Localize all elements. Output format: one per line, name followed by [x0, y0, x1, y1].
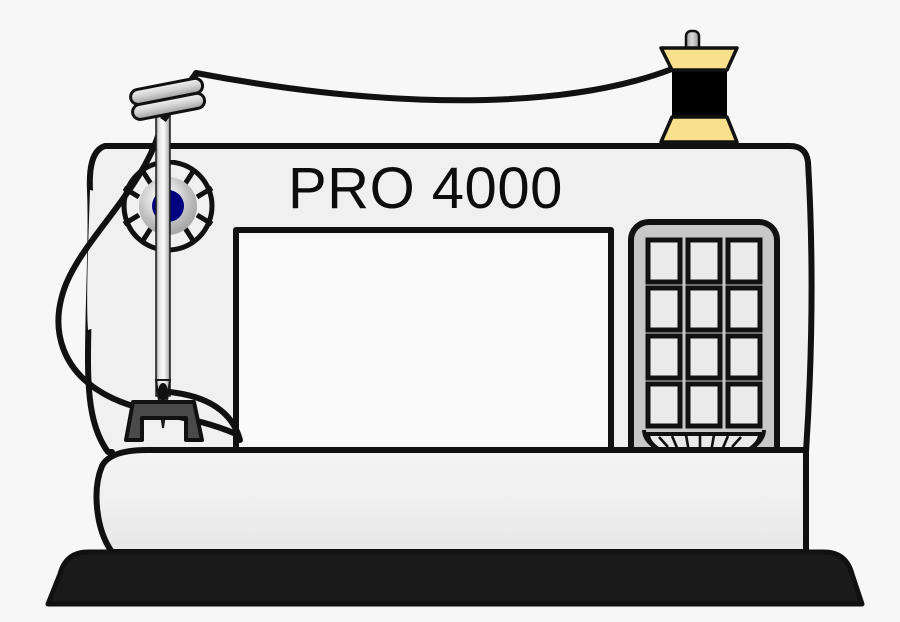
presser-foot-shape — [124, 400, 204, 442]
thread-spool — [659, 29, 739, 144]
keypad-key[interactable] — [685, 237, 723, 285]
brand-name: PRO 4000 — [288, 156, 563, 221]
needle-bar — [155, 95, 171, 397]
thread-top-span — [193, 66, 675, 104]
machine-arm-shadow — [87, 190, 112, 330]
thread-to-needle — [167, 389, 243, 443]
base-platform — [45, 549, 865, 607]
guide-bar-lower — [131, 91, 207, 121]
keypad-key[interactable] — [645, 381, 683, 429]
top-thread-guide — [129, 71, 207, 123]
keypad-key[interactable] — [685, 285, 723, 333]
needle-assembly — [154, 95, 172, 429]
spool-flange-bottom — [659, 115, 739, 144]
keypad-key[interactable] — [645, 285, 683, 333]
needle-eye — [158, 383, 168, 401]
spool-flange-top — [659, 46, 739, 72]
keypad-key[interactable] — [725, 333, 763, 381]
keypad-key[interactable] — [725, 237, 763, 285]
keypad-key[interactable] — [685, 333, 723, 381]
presser-foot — [124, 400, 204, 442]
keypad-key[interactable] — [725, 285, 763, 333]
front-inset-panel — [233, 227, 614, 458]
keypad-key[interactable] — [645, 333, 683, 381]
machine-bed — [93, 447, 809, 555]
keypad-key[interactable] — [725, 381, 763, 429]
keypad-key[interactable] — [645, 237, 683, 285]
stitch-keypad[interactable] — [628, 219, 780, 477]
keypad-key[interactable] — [685, 381, 723, 429]
